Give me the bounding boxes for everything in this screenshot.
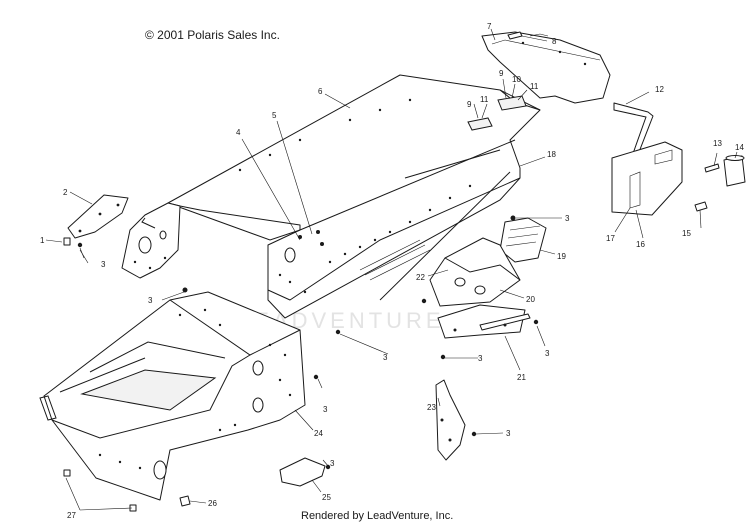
callout-6: 6 bbox=[318, 87, 323, 96]
callout-11: 11 bbox=[530, 82, 539, 91]
rivet-1-part bbox=[63, 237, 71, 246]
pin-part bbox=[704, 163, 720, 173]
bracket-part bbox=[67, 194, 129, 239]
callout-23: 23 bbox=[427, 403, 436, 412]
callout-3-footrest: 3 bbox=[565, 214, 570, 223]
callout-7: 7 bbox=[487, 22, 492, 31]
callout-18: 18 bbox=[547, 150, 556, 159]
callout-13: 13 bbox=[713, 139, 722, 148]
footer-credit: Rendered by LeadVenture, Inc. bbox=[301, 510, 454, 522]
callout-15: 15 bbox=[682, 229, 691, 238]
callout-11-left: 11 bbox=[480, 95, 489, 104]
callout-3-tunnel-bottom: 3 bbox=[383, 353, 388, 362]
callout-22: 22 bbox=[416, 273, 425, 282]
callout-12: 12 bbox=[655, 85, 664, 94]
rivet-26-part bbox=[179, 495, 191, 507]
callout-14: 14 bbox=[735, 143, 744, 152]
callout-10: 10 bbox=[512, 75, 521, 84]
callout-3-plate: 3 bbox=[330, 459, 335, 468]
tunnel-part bbox=[167, 74, 541, 319]
leader-lines bbox=[45, 28, 738, 511]
callout-3-rear: 3 bbox=[545, 349, 550, 358]
callout-20: 20 bbox=[526, 295, 535, 304]
callout-26: 26 bbox=[208, 499, 217, 508]
mount-block-part bbox=[429, 237, 521, 307]
callout-9-left: 9 bbox=[467, 100, 472, 109]
sleeve-part bbox=[723, 155, 746, 187]
screw-fasteners bbox=[77, 215, 539, 470]
callout-3-bracket: 3 bbox=[478, 354, 483, 363]
callout-24: 24 bbox=[314, 429, 323, 438]
callout-25: 25 bbox=[322, 493, 331, 502]
callout-16: 16 bbox=[636, 240, 645, 249]
clip-part bbox=[694, 201, 708, 212]
callout-2: 2 bbox=[63, 188, 68, 197]
callout-3-bulkhead-top: 3 bbox=[148, 296, 153, 305]
callout-3: 3 bbox=[101, 260, 106, 269]
callout-21: 21 bbox=[517, 373, 526, 382]
callout-4: 4 bbox=[236, 128, 241, 137]
callout-3-brace: 3 bbox=[506, 429, 511, 438]
plate-part bbox=[279, 457, 326, 487]
rear-flap-part bbox=[481, 31, 611, 104]
callout-19: 19 bbox=[557, 252, 566, 261]
callout-17: 17 bbox=[606, 234, 615, 243]
callout-labels: 1 2 3 4 5 6 7 8 9 10 11 12 13 14 15 16 1… bbox=[40, 22, 744, 520]
copyright-text: © 2001 Polaris Sales Inc. bbox=[145, 28, 280, 42]
tunnel-front-flange bbox=[121, 202, 181, 279]
callout-9: 9 bbox=[499, 69, 504, 78]
callout-1: 1 bbox=[40, 236, 45, 245]
callout-5: 5 bbox=[272, 111, 277, 120]
rivet-27-part bbox=[63, 469, 137, 512]
footrest-part bbox=[499, 217, 547, 263]
rear-bracket-part bbox=[437, 304, 531, 339]
brace-part bbox=[435, 379, 466, 461]
callout-27: 27 bbox=[67, 511, 76, 520]
bulkhead-part bbox=[39, 291, 306, 501]
callout-3-bulkhead-side: 3 bbox=[323, 405, 328, 414]
callout-8: 8 bbox=[552, 37, 557, 46]
side-panel-part bbox=[611, 141, 683, 216]
